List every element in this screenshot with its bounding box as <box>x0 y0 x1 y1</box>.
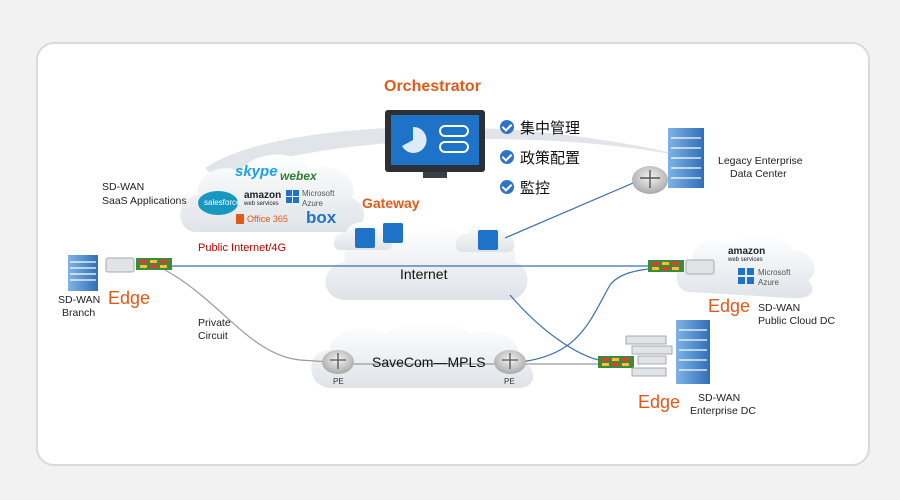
legacy-dc-label-line2: Data Center <box>730 168 787 180</box>
publiccloud-aws-sub: web services <box>728 257 763 263</box>
enterprise-dc-building-icon <box>676 320 710 384</box>
branch-edge-label: Edge <box>108 288 151 308</box>
private-circuit-label-line2: Circuit <box>198 330 228 342</box>
enterprise-edge-appliance-icon <box>598 356 634 368</box>
microsoft-logo-icon <box>286 190 299 203</box>
enterprise-dc-label-line1: SD-WAN <box>698 392 741 404</box>
salesforce-logo-icon <box>198 191 238 215</box>
webex-logo: webex <box>280 169 317 183</box>
salesforce-logo: salesforce <box>204 198 241 207</box>
saas-label-line1: SD-WAN <box>102 181 145 193</box>
public-cloud-dc-cloud <box>676 234 815 299</box>
enterprise-edge-label: Edge <box>638 392 681 412</box>
aws-logo-sub: web services <box>244 201 279 207</box>
office365-logo-icon <box>236 214 244 224</box>
publiccloud-microsoft-logo: Microsoft <box>758 268 791 277</box>
azure-logo: Azure <box>302 199 323 208</box>
branch-edge-device-icon <box>105 257 135 273</box>
gateway-router-icon <box>355 228 375 248</box>
publiccloud-edge-label: Edge <box>708 296 751 316</box>
legacy-dc-label-line1: Legacy Enterprise <box>718 155 803 167</box>
mpls-cloud <box>311 322 534 389</box>
gateway-label: Gateway <box>362 195 420 211</box>
public-internet-label: Public Internet/4G <box>198 242 287 254</box>
saas-label-line2: SaaS Applications <box>102 195 187 207</box>
internet-label: Internet <box>400 266 448 282</box>
private-circuit-label-line1: Private <box>198 317 231 329</box>
orchestrator-swoosh <box>205 127 700 178</box>
check-icon <box>500 120 514 134</box>
feature-policy-config: 政策配置 <box>520 149 581 167</box>
box-logo: box <box>306 208 337 227</box>
mpls-label: SaveCom—MPLS <box>372 354 486 370</box>
orchestrator-title: Orchestrator <box>384 78 481 95</box>
pe-label-right: PE <box>504 377 515 386</box>
pe-router-right-icon <box>494 350 526 374</box>
enterprise-server-stack-icon <box>625 335 673 377</box>
azure-windows-icon <box>738 268 754 284</box>
pe-label-left: PE <box>333 377 344 386</box>
branch-label-line2: Branch <box>62 307 96 319</box>
office365-logo: Office 365 <box>247 214 288 224</box>
amazon-logo: amazon <box>244 190 282 201</box>
legacy-router-icon <box>632 166 668 194</box>
skype-logo: skype <box>235 163 278 180</box>
branch-building-icon <box>68 255 98 291</box>
branch-edge-appliance-icon <box>136 258 172 270</box>
legacy-dc-building-icon <box>668 128 704 188</box>
feature-centralized-management: 集中管理 <box>520 119 581 137</box>
check-icon <box>500 180 514 194</box>
gateway-hub-icon <box>383 223 403 243</box>
link-internet-enterprise <box>509 294 611 363</box>
enterprise-dc-label-line2: Enterprise DC <box>690 405 756 417</box>
orchestrator-monitor-icon <box>385 110 485 178</box>
gateway-router-icon-2 <box>478 230 498 250</box>
feature-monitoring: 監控 <box>520 179 551 197</box>
publiccloud-edge-appliance-icon <box>648 260 684 272</box>
check-icon <box>500 150 514 164</box>
publiccloud-label-line1: SD-WAN <box>758 302 801 314</box>
microsoft-logo: Microsoft <box>302 189 335 198</box>
link-branch-private <box>164 269 331 363</box>
link-gateway-legacy <box>504 179 641 239</box>
branch-label-line1: SD-WAN <box>58 294 101 306</box>
pe-router-left-icon <box>322 350 354 374</box>
publiccloud-amazon-logo: amazon <box>728 246 766 257</box>
publiccloud-azure-logo: Azure <box>758 278 779 287</box>
publiccloud-edge-device-icon <box>685 259 715 275</box>
link-mpls-publiccloud <box>519 267 656 363</box>
publiccloud-label-line2: Public Cloud DC <box>758 315 836 327</box>
